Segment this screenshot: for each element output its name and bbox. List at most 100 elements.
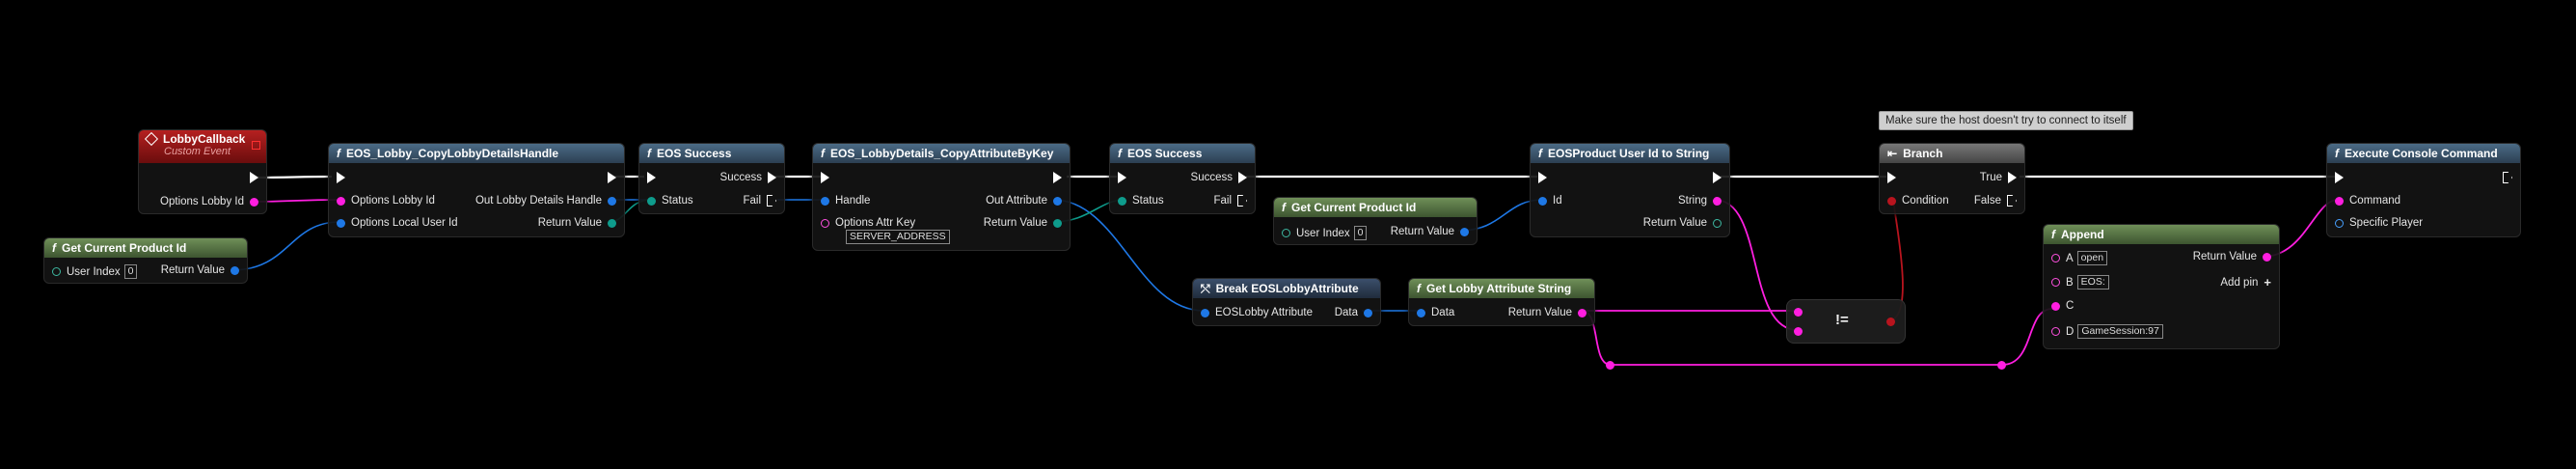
string-out-pin[interactable]	[250, 197, 258, 207]
exec-in-pin[interactable]	[1118, 172, 1126, 183]
break-lobby-attribute-node[interactable]: ⤲ Break EOSLobbyAttribute EOSLobby Attri…	[1192, 278, 1381, 326]
struct-in-pin[interactable]	[821, 196, 829, 206]
a-value-field[interactable]: open	[2076, 251, 2108, 265]
enum-in-pin[interactable]	[1118, 196, 1126, 206]
enum-out-pin[interactable]	[608, 218, 616, 228]
struct-in-pin[interactable]	[337, 218, 345, 228]
string-in-pin[interactable]	[2051, 327, 2060, 336]
string-in-pin-a[interactable]	[1794, 308, 1803, 317]
string-out-pin[interactable]	[1578, 308, 1586, 317]
exec-in-pin[interactable]	[2335, 172, 2344, 183]
struct-in-pin[interactable]	[1201, 308, 1209, 317]
plus-icon[interactable]: +	[2264, 275, 2271, 290]
struct-in-pin[interactable]	[1417, 308, 1425, 317]
enum-out-pin[interactable]	[1713, 218, 1722, 228]
exec-out-pin[interactable]	[768, 172, 776, 183]
string-in-pin[interactable]	[2335, 196, 2344, 206]
struct-out-pin[interactable]	[230, 265, 239, 275]
delegate-pin-icon[interactable]	[252, 141, 260, 150]
pin-label: Options Attr Key	[835, 217, 916, 229]
pin-label: Return Value	[1507, 307, 1572, 318]
node-title: Get Lobby Attribute String	[1426, 282, 1572, 295]
pin-label: User Index	[67, 265, 121, 278]
string-in-pin[interactable]	[821, 218, 829, 228]
string-in-pin[interactable]	[2051, 278, 2060, 287]
exec-out-pin[interactable]	[1713, 172, 1722, 183]
node-title: EOS Success	[657, 147, 732, 160]
struct-out-pin[interactable]	[1053, 196, 1062, 206]
b-value-field[interactable]: EOS:	[2076, 275, 2109, 290]
user-index-field[interactable]: 0	[123, 264, 138, 279]
struct-in-pin[interactable]	[1538, 196, 1547, 206]
exec-false-pin[interactable]	[2007, 195, 2017, 207]
string-in-pin[interactable]	[2051, 301, 2060, 311]
int-in-pin[interactable]	[52, 267, 61, 276]
attr-key-field[interactable]: SERVER_ADDRESS	[846, 230, 950, 244]
bool-in-pin[interactable]	[1887, 196, 1896, 206]
exec-in-pin[interactable]	[1538, 172, 1547, 183]
string-in-pin[interactable]	[337, 196, 345, 206]
add-pin-label[interactable]: Add pin	[2220, 276, 2259, 289]
exec-out-pin[interactable]	[1053, 172, 1062, 183]
node-subtitle: Custom Event	[164, 146, 231, 157]
struct-out-pin[interactable]	[608, 196, 616, 206]
string-out-pin[interactable]	[2263, 252, 2271, 262]
exec-in-pin[interactable]	[337, 172, 345, 183]
exec-in-pin[interactable]	[647, 172, 656, 183]
node-header[interactable]: ⤲ Break EOSLobbyAttribute	[1193, 279, 1380, 298]
reroute-knot[interactable]	[1997, 361, 2006, 370]
pin-label: Status	[1132, 195, 1164, 207]
exec-out-pin[interactable]	[250, 172, 258, 183]
pin-label: Return Value	[2192, 251, 2257, 262]
enum-in-pin[interactable]	[647, 196, 656, 206]
function-icon: f	[2335, 147, 2339, 160]
exec-out-pin[interactable]	[767, 195, 776, 207]
string-in-pin-b[interactable]	[1794, 327, 1803, 336]
string-in-pin[interactable]	[2051, 254, 2060, 262]
node-header[interactable]: ⇤ Branch	[1880, 144, 2024, 163]
struct-out-pin[interactable]	[1460, 227, 1469, 236]
exec-out-pin[interactable]	[1237, 195, 1247, 207]
exec-out-pin[interactable]	[2503, 172, 2512, 183]
string-out-pin[interactable]	[1713, 196, 1722, 206]
lobby-callback-node[interactable]: LobbyCallback Custom Event Options Lobby…	[138, 129, 267, 214]
exec-out-pin[interactable]	[608, 172, 616, 183]
object-in-pin[interactable]	[2335, 218, 2344, 228]
user-index-field[interactable]: 0	[1353, 226, 1368, 240]
not-equal-node[interactable]: !=	[1786, 299, 1906, 344]
struct-out-pin[interactable]	[1364, 308, 1372, 317]
node-title: Branch	[1903, 147, 1943, 160]
enum-out-pin[interactable]	[1053, 218, 1062, 228]
int-in-pin[interactable]	[1282, 229, 1290, 237]
lobby-callback-header[interactable]: LobbyCallback Custom Event	[139, 130, 266, 163]
branch-node[interactable]: ⇤ Branch True Condition False	[1879, 143, 2025, 214]
d-value-field[interactable]: GameSession:97	[2077, 324, 2163, 339]
exec-out-pin[interactable]	[1238, 172, 1247, 183]
comment-box[interactable]: Make sure the host doesn't try to connec…	[1879, 111, 2133, 130]
exec-in-pin[interactable]	[821, 172, 829, 183]
exec-in-pin[interactable]	[1887, 172, 1896, 183]
exec-true-pin[interactable]	[2008, 172, 2017, 183]
bool-out-pin[interactable]	[1886, 317, 1895, 326]
reroute-knot[interactable]	[1606, 361, 1614, 370]
